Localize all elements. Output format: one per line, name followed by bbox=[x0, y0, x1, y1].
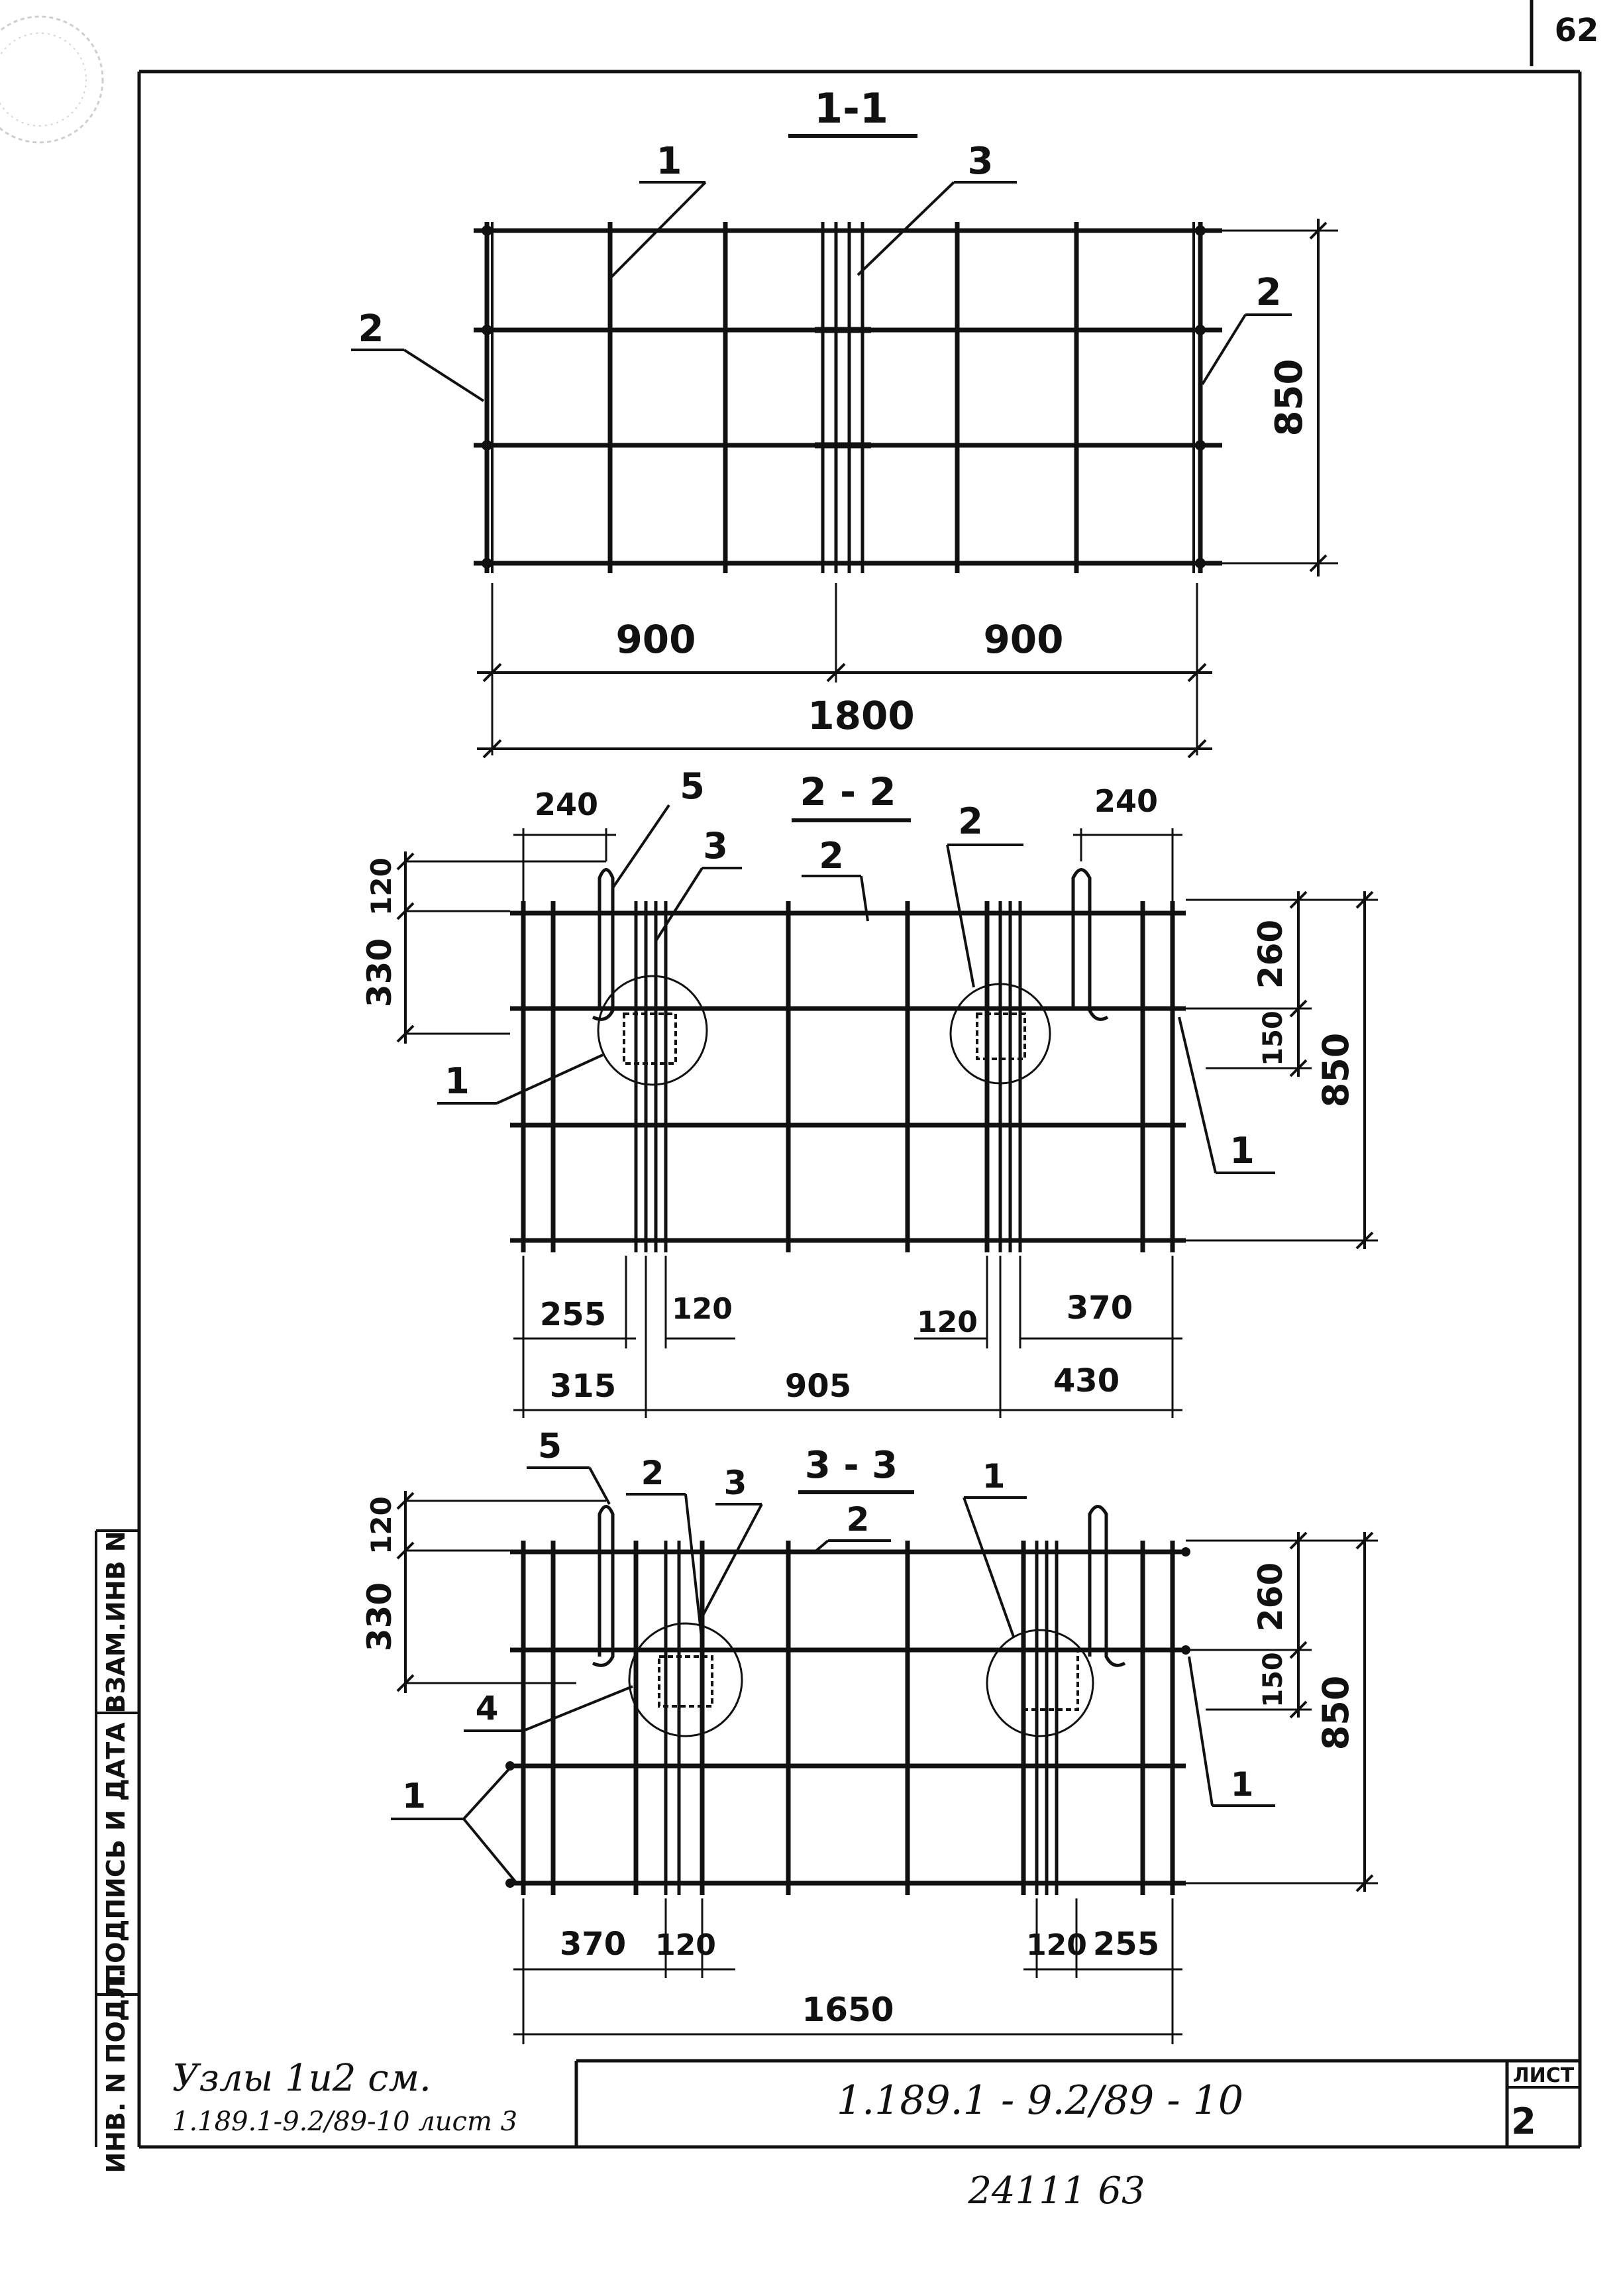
dim-label-260: 260 bbox=[1251, 1562, 1290, 1631]
notes: Узлы 1и2 см. 1.189.1-9.2/89-10 лист 3 bbox=[172, 2057, 517, 2137]
dim-label-150: 150 bbox=[1258, 1011, 1288, 1066]
dim-label-260: 260 bbox=[1251, 920, 1290, 989]
dim-2-2-right: 260 150 850 bbox=[1186, 891, 1378, 1250]
dim-3-3-bottom: 370 120 120 255 1650 bbox=[513, 1898, 1182, 2044]
dim-label-255: 255 bbox=[1093, 1926, 1159, 1963]
stamp-vzam-inv: ВЗАМ.ИНВ N bbox=[101, 1531, 131, 1713]
callout-2-2-2b: 2 bbox=[946, 800, 1023, 988]
dim-2-2-bottom: 255 120 120 370 315 905 430 bbox=[513, 1256, 1182, 1418]
callout-2-2-1-right: 1 bbox=[1178, 1016, 1275, 1174]
callout-label-4: 4 bbox=[476, 1689, 499, 1727]
callout-label-2a: 2 bbox=[641, 1454, 664, 1492]
callout-1-1-bar3: 3 bbox=[857, 140, 1017, 276]
dim-label-850: 850 bbox=[1315, 1676, 1357, 1751]
dim-1-1-bottom: 900 900 1800 bbox=[477, 583, 1212, 759]
note-line-2: 1.189.1-9.2/89-10 лист 3 bbox=[172, 2106, 517, 2137]
dim-2-2-top: 240 240 bbox=[513, 783, 1182, 901]
callout-2-2-5: 5 bbox=[611, 765, 705, 889]
callout-1-1-bar1: 1 bbox=[609, 140, 707, 280]
callout-3-3-2b: 2 bbox=[813, 1500, 891, 1553]
title-block-code: 1.189.1 - 9.2/89 - 10 bbox=[837, 2077, 1243, 2124]
dim-label-120b: 120 bbox=[1026, 1928, 1087, 1962]
dim-label-430: 430 bbox=[1053, 1362, 1120, 1399]
page-frame bbox=[137, 70, 1582, 2149]
dim-label-315: 315 bbox=[550, 1368, 616, 1405]
callout-1-1-bar2-left: 2 bbox=[351, 307, 485, 402]
callout-label-2a: 2 bbox=[819, 835, 844, 877]
callout-3-3-1-right: 1 bbox=[1188, 1656, 1275, 1807]
callout-3-3-4: 4 bbox=[464, 1685, 633, 1732]
callout-label-1-left: 1 bbox=[402, 1777, 426, 1816]
mesh-1-1 bbox=[474, 222, 1222, 573]
dim-label-1800: 1800 bbox=[808, 693, 914, 738]
dim-label-1650: 1650 bbox=[802, 1991, 894, 2029]
callout-label-2-right: 2 bbox=[1256, 271, 1282, 314]
dim-label-370: 370 bbox=[1067, 1289, 1133, 1327]
callout-label-5: 5 bbox=[538, 1427, 562, 1466]
section-2-2: 2 - 2 bbox=[360, 765, 1378, 1418]
section-2-2-title: 2 - 2 bbox=[800, 769, 896, 814]
mesh-2-2 bbox=[510, 868, 1186, 1252]
callout-label-2b: 2 bbox=[847, 1500, 870, 1539]
note-line-1: Узлы 1и2 см. bbox=[172, 2057, 431, 2100]
title-block: 1.189.1 - 9.2/89 - 10 ЛИСТ 2 bbox=[574, 2059, 1580, 2147]
dim-label-120: 120 bbox=[365, 1496, 397, 1555]
title-block-sheet-label: ЛИСТ bbox=[1513, 2064, 1575, 2087]
bottom-number: 24111 63 bbox=[967, 2169, 1145, 2213]
dim-label-330: 330 bbox=[360, 938, 399, 1007]
dim-label-240-left: 240 bbox=[535, 787, 598, 822]
dim-label-905: 905 bbox=[785, 1368, 851, 1405]
dim-label-900-left: 900 bbox=[615, 617, 696, 662]
callout-label-5: 5 bbox=[680, 765, 705, 807]
dim-label-850: 850 bbox=[1315, 1033, 1357, 1108]
dim-2-2-left: 120 330 bbox=[360, 851, 606, 1044]
callout-label-2b: 2 bbox=[958, 800, 983, 842]
dim-3-3-left: 120 330 bbox=[360, 1491, 606, 1693]
stamp-inv-podl: ИНВ. N ПОДЛ. bbox=[101, 1968, 131, 2173]
callout-3-3-1-top: 1 bbox=[963, 1457, 1027, 1637]
callout-3-3-2a: 2 bbox=[626, 1454, 704, 1644]
dim-label-150: 150 bbox=[1258, 1652, 1288, 1708]
callout-2-2-1-left: 1 bbox=[437, 1054, 603, 1105]
section-3-3: 3 - 3 bbox=[360, 1427, 1378, 2044]
callout-3-3-5: 5 bbox=[527, 1427, 611, 1505]
dim-label-850: 850 bbox=[1268, 359, 1311, 437]
callout-label-1-left: 1 bbox=[444, 1060, 470, 1102]
dim-label-370: 370 bbox=[560, 1926, 626, 1963]
callout-label-2-left: 2 bbox=[358, 307, 384, 351]
stamp-podpis-data: ПОДПИСЬ И ДАТА bbox=[101, 1722, 131, 1985]
sheet-corner-number: 62 bbox=[1555, 12, 1599, 49]
mesh-3-3 bbox=[505, 1505, 1190, 1895]
section-1-1: 1-1 bbox=[351, 84, 1338, 759]
side-stamp: ИНВ. N ПОДЛ. ПОДПИСЬ И ДАТА ВЗАМ.ИНВ N bbox=[95, 1529, 139, 2173]
callout-label-1: 1 bbox=[656, 140, 682, 183]
dim-label-240-right: 240 bbox=[1094, 783, 1158, 819]
section-1-1-title: 1-1 bbox=[814, 84, 888, 133]
section-3-3-title: 3 - 3 bbox=[805, 1444, 898, 1487]
dim-label-900-right: 900 bbox=[983, 617, 1063, 662]
callout-label-1-right: 1 bbox=[1229, 1130, 1255, 1172]
callout-label-3: 3 bbox=[968, 140, 994, 183]
callout-2-2-3: 3 bbox=[654, 825, 742, 942]
callout-3-3-1-left: 1 bbox=[391, 1767, 518, 1885]
callout-label-1-right: 1 bbox=[1231, 1765, 1254, 1804]
callout-label-1-top: 1 bbox=[982, 1457, 1006, 1496]
dim-label-120a: 120 bbox=[655, 1928, 716, 1962]
dim-3-3-right: 260 150 850 bbox=[1186, 1531, 1378, 1892]
dim-label-120: 120 bbox=[365, 857, 397, 916]
callout-2-2-2a: 2 bbox=[802, 835, 869, 922]
title-block-sheet-number: 2 bbox=[1511, 2101, 1536, 2142]
callout-label-3: 3 bbox=[724, 1464, 747, 1502]
callout-label-3: 3 bbox=[703, 825, 728, 867]
callout-3-3-3: 3 bbox=[701, 1464, 763, 1617]
dim-1-1-height: 850 bbox=[1219, 219, 1338, 576]
callout-1-1-bar2-right: 2 bbox=[1201, 271, 1292, 386]
dim-label-330: 330 bbox=[360, 1582, 399, 1651]
faded-stamp bbox=[0, 15, 104, 144]
dim-label-120a: 120 bbox=[672, 1292, 733, 1326]
dim-label-255: 255 bbox=[540, 1296, 606, 1333]
dim-label-120b: 120 bbox=[917, 1305, 978, 1339]
sheet-corner-box: 62 bbox=[1530, 0, 1599, 66]
